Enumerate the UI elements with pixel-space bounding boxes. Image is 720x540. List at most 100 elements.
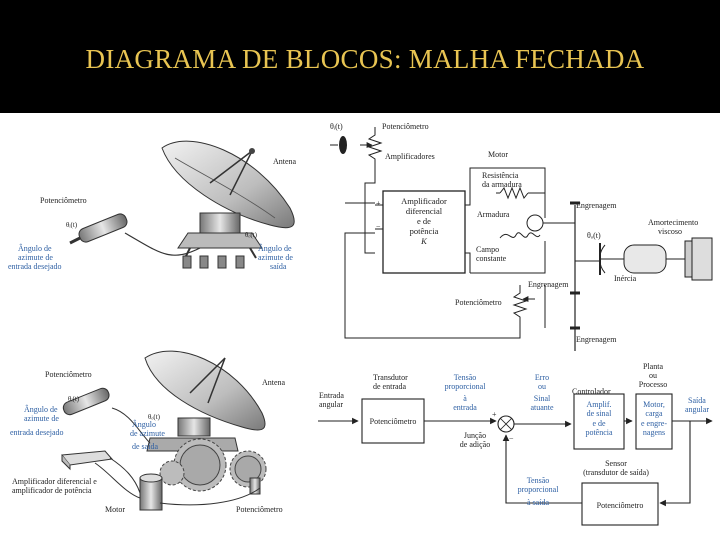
bd-block-potenciometro-fb: Potenciômetro: [597, 501, 644, 510]
theta-i-rotation-symbol: [330, 136, 347, 154]
svg-text:diferencial: diferencial: [406, 206, 443, 216]
svg-text:proporcional: proporcional: [518, 485, 560, 494]
svg-text:Planta: Planta: [643, 362, 663, 371]
svg-text:Tensão: Tensão: [454, 373, 477, 382]
svg-text:nagens: nagens: [643, 428, 665, 437]
schem-engrenagem-bottom: Engrenagem: [576, 335, 617, 344]
svg-text:e de: e de: [417, 216, 431, 226]
svg-text:Sensor: Sensor: [605, 459, 627, 468]
bd-plus-sign: +: [492, 410, 497, 419]
svg-text:de entrada: de entrada: [373, 382, 407, 391]
svg-text:à saída: à saída: [527, 498, 549, 507]
svg-text:Ângulo: Ângulo: [132, 419, 156, 429]
schem-plus-sign: +: [376, 199, 381, 208]
svg-text:atuante: atuante: [530, 403, 554, 412]
schem-motor: Motor: [488, 150, 508, 159]
svg-text:à: à: [463, 394, 467, 403]
schem-campo: Campo constante: [476, 245, 507, 263]
bd-controlador-label: Controlador: [572, 387, 611, 396]
svg-text:angular: angular: [319, 400, 343, 409]
svg-text:Amplificador: Amplificador: [401, 196, 447, 206]
slide-title: DIAGRAMA DE BLOCOS: MALHA FECHADA: [85, 44, 645, 74]
svg-text:de adição: de adição: [460, 440, 490, 449]
antenna-illustration-bottom: [61, 350, 267, 511]
label-amplificador-bottom: Amplificador diferencial e amplificador …: [12, 477, 97, 495]
label-antena-bottom: Antena: [262, 378, 286, 387]
svg-text:potência: potência: [410, 226, 439, 236]
title-bar: [0, 0, 720, 113]
potentiometer-input-top: [69, 213, 128, 245]
schematic-wiring: [344, 127, 713, 351]
label-theta-i-top: θᵢ(t): [66, 221, 78, 229]
block-diagram-wiring: [318, 393, 713, 526]
label-angulo-entrada-top: Ângulo de azimute de entrada desejado: [8, 243, 62, 271]
svg-text:angular: angular: [685, 405, 709, 414]
schem-theta-o: θₒ(t): [587, 231, 601, 240]
schem-engrenagem-top: Engrenagem: [576, 201, 617, 210]
schem-minus-sign: −: [376, 222, 381, 231]
svg-text:Amplif.: Amplif.: [586, 400, 611, 409]
bd-transdutor-label: Transdutor de entrada: [373, 373, 408, 391]
svg-text:ou: ou: [538, 382, 546, 391]
svg-text:Junção: Junção: [464, 431, 486, 440]
svg-text:carga: carga: [645, 409, 663, 418]
svg-text:azimute de: azimute de: [258, 253, 293, 262]
svg-text:K: K: [420, 236, 428, 246]
svg-text:azimute de: azimute de: [24, 414, 59, 423]
svg-text:Transdutor: Transdutor: [373, 373, 408, 382]
schem-potenciometro-bottom: Potenciômetro: [455, 298, 502, 307]
bd-erro-label: Erro ou Sinal atuante: [530, 373, 554, 412]
label-potenciometro-bottom: Potenciômetro: [45, 370, 92, 379]
svg-text:constante: constante: [476, 254, 507, 263]
svg-text:Erro: Erro: [535, 373, 549, 382]
label-theta-o-top: θₒ(t): [245, 231, 258, 239]
schem-amplificadores: Amplificadores: [385, 152, 435, 161]
svg-text:Amplificador diferencial e: Amplificador diferencial e: [12, 477, 97, 486]
svg-text:saída: saída: [270, 262, 287, 271]
theta-o-rotation-symbol: [599, 244, 606, 274]
schem-potenciometro-top: Potenciômetro: [382, 122, 429, 131]
schem-inercia: Inércia: [614, 274, 637, 283]
svg-text:entrada: entrada: [453, 403, 477, 412]
diagram-canvas: Antena Potenciômetro θᵢ(t) θₒ(t) Ângulo …: [8, 122, 713, 526]
svg-text:de azimute: de azimute: [130, 429, 165, 438]
svg-text:Entrada: Entrada: [319, 391, 344, 400]
schem-armadura: Armadura: [477, 210, 510, 219]
antenna-illustration-top: [124, 140, 295, 269]
svg-text:Ângulo de: Ângulo de: [18, 243, 52, 253]
schem-amortecimento: Amortecimento viscoso: [648, 218, 698, 236]
svg-text:amplificador de potência: amplificador de potência: [12, 486, 92, 495]
svg-text:Processo: Processo: [639, 380, 667, 389]
svg-text:da armadura: da armadura: [482, 180, 522, 189]
svg-text:Amortecimento: Amortecimento: [648, 218, 698, 227]
label-motor-bottom: Motor: [105, 505, 125, 514]
svg-text:Motor,: Motor,: [643, 400, 665, 409]
bd-block-amplif: Amplif. de sinal e de potência: [585, 400, 613, 437]
bd-planta-label: Planta ou Processo: [639, 362, 667, 389]
bd-minus-sign: −: [509, 434, 514, 443]
svg-text:(transdutor de saída): (transdutor de saída): [583, 468, 649, 477]
label-angulo-saida-bottom: Ângulo de azimute de saída: [130, 419, 165, 451]
label-theta-i-bottom: θᵢ(t): [68, 395, 80, 403]
bd-entrada-label: Entrada angular: [319, 391, 344, 409]
label-theta-o-bottom: θₒ(t): [148, 413, 161, 421]
svg-text:Ângulo de: Ângulo de: [258, 243, 292, 253]
schem-resistencia: Resistência da armadura: [482, 171, 522, 189]
potentiometer-input-bottom: [62, 387, 110, 416]
svg-text:Sinal: Sinal: [534, 394, 551, 403]
label-potenciometro-top: Potenciômetro: [40, 196, 87, 205]
svg-text:e engre-: e engre-: [641, 419, 667, 428]
bd-tensao-saida-label: Tensão proporcional à saída: [518, 476, 560, 507]
bd-block-motor: Motor, carga e engre- nagens: [641, 400, 667, 437]
bd-sensor-label: Sensor (transdutor de saída): [583, 459, 649, 477]
svg-text:viscoso: viscoso: [658, 227, 682, 236]
bd-juncao-label: Junção de adição: [460, 431, 490, 449]
svg-text:potência: potência: [585, 428, 613, 437]
svg-text:azimute de: azimute de: [18, 253, 53, 262]
label-antena-top: Antena: [273, 157, 297, 166]
bd-saida-label: Saída angular: [685, 396, 709, 414]
svg-text:Tensão: Tensão: [527, 476, 550, 485]
svg-text:entrada desejado: entrada desejado: [10, 428, 64, 437]
svg-text:proporcional: proporcional: [445, 382, 487, 391]
schem-theta-i: θᵢ(t): [330, 122, 343, 131]
